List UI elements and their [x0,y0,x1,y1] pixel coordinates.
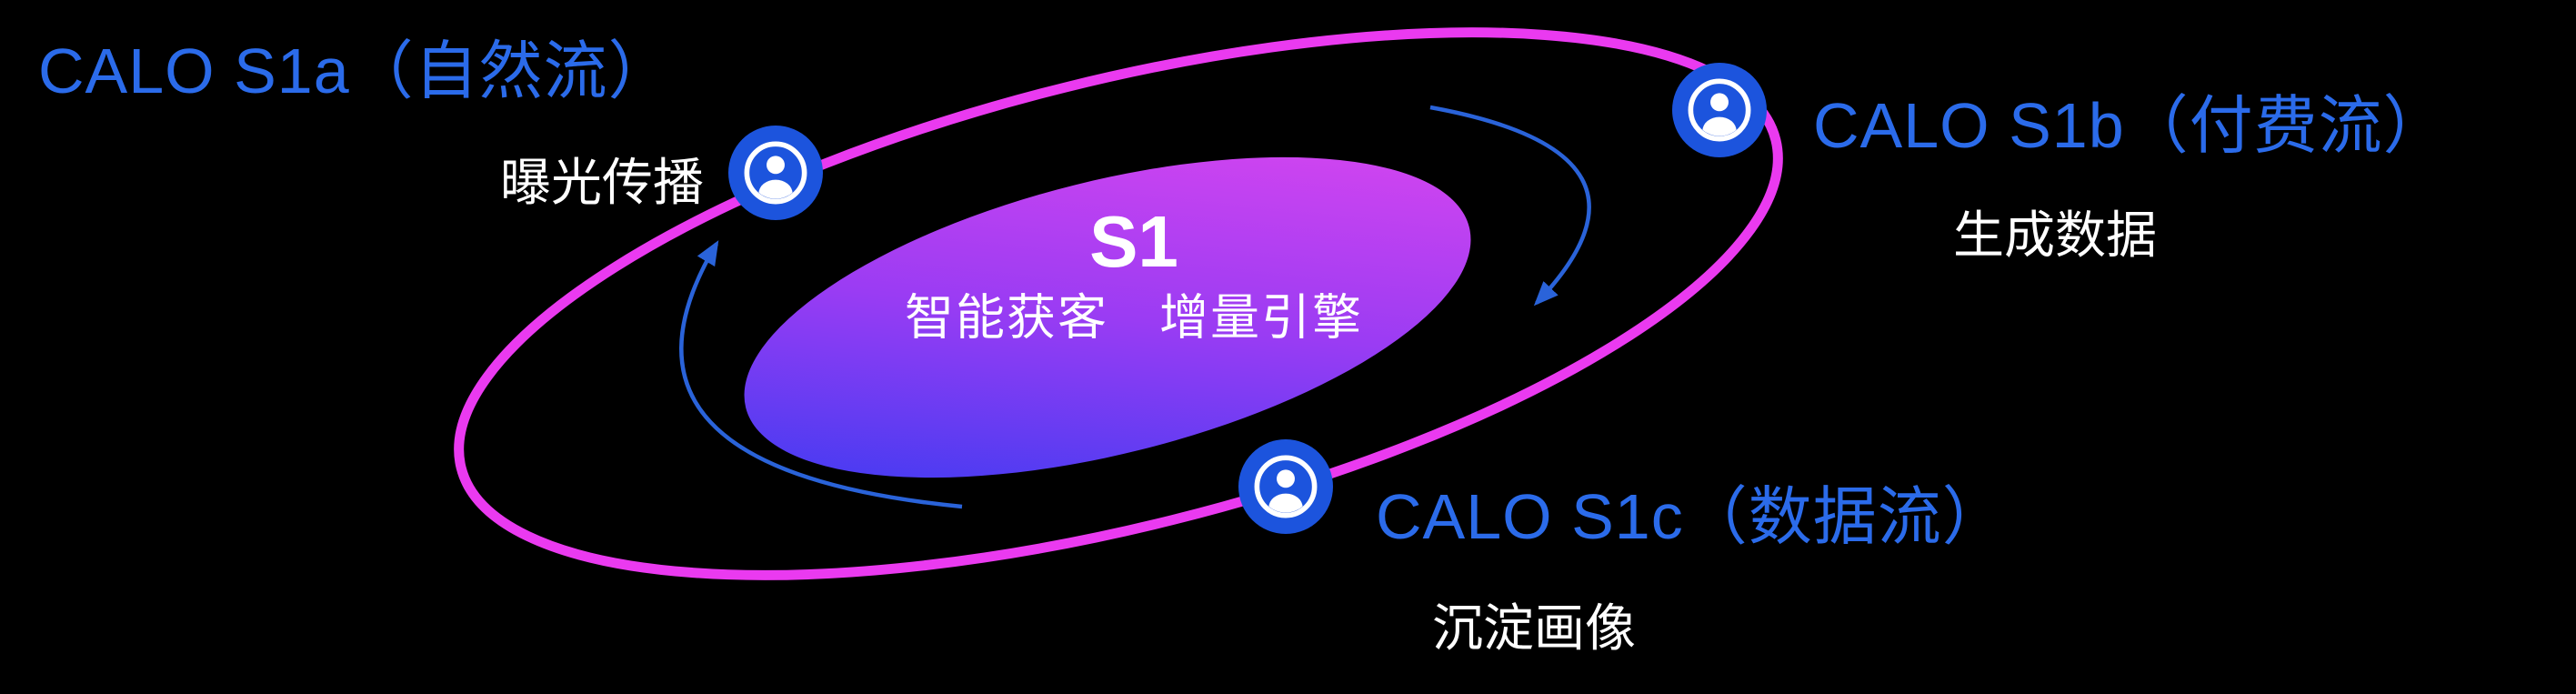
user-circle-icon [728,126,823,220]
node-label-s1a: CALO S1a（自然流） [38,35,673,106]
node-label-s1c: CALO S1c（数据流） [1376,481,2007,552]
node-sublabel-s1b: 生成数据 [1953,206,2157,264]
core-subtitle: 智能获客 增量引擎 [905,290,1363,346]
user-circle-icon [1672,63,1767,157]
node-label-s1b: CALO S1b（付费流） [1813,90,2448,161]
core-ellipse [744,156,1471,478]
node-sublabel-s1a: 曝光传播 [500,154,704,211]
flow-arrow-right [1429,105,1591,307]
user-circle-icon [1238,439,1333,534]
node-sublabel-s1c: 沉淀画像 [1432,599,1636,657]
flow-arrow-left [679,240,963,509]
core-title: S1 [1089,201,1178,282]
